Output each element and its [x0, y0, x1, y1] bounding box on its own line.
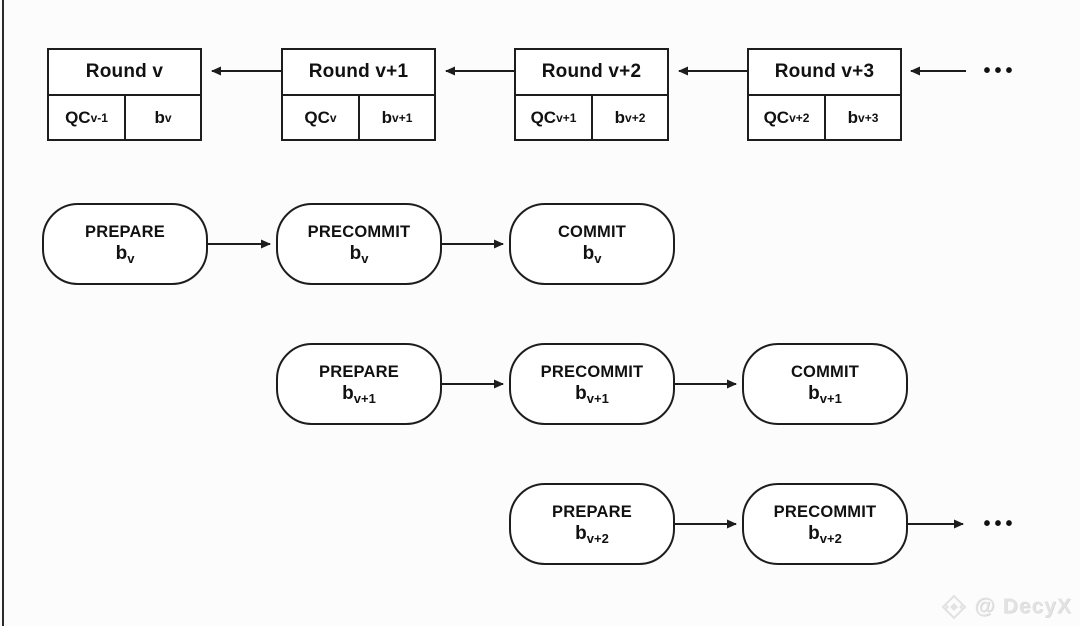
phase-block-id: bv+1: [575, 383, 609, 406]
phase-label: PREPARE: [319, 363, 399, 381]
phase-label: COMMIT: [790, 363, 860, 381]
phase-pill: COMMIT bv+1: [742, 343, 908, 425]
phase-pill: PRECOMMIT bv+1: [509, 343, 675, 425]
chain-ellipsis: •••: [983, 60, 1017, 82]
phase-pill: PREPARE bv: [42, 203, 208, 285]
phase-block-id: bv+1: [342, 383, 376, 406]
phase-pill: PREPARE bv+2: [509, 483, 675, 565]
phase-pill: PRECOMMIT bv: [276, 203, 442, 285]
phase-block-id: bv: [115, 243, 135, 266]
phase-label: PRECOMMIT: [773, 503, 877, 521]
phase-label: COMMIT: [557, 223, 627, 241]
phase-block-id: bv+2: [808, 523, 842, 546]
round-title: Round v+3: [749, 50, 900, 96]
phase-pill: COMMIT bv: [509, 203, 675, 285]
phase-block-id: bv: [349, 243, 369, 266]
phase-label: PREPARE: [552, 503, 632, 521]
phase-pill: PRECOMMIT bv+2: [742, 483, 908, 565]
phase-label: PRECOMMIT: [540, 363, 644, 381]
left-edge-line: [2, 0, 4, 626]
phase-block-id: bv+1: [808, 383, 842, 406]
watermark: @ DecyX: [941, 594, 1072, 620]
watermark-text: @ DecyX: [974, 595, 1072, 618]
phase-label: PRECOMMIT: [307, 223, 411, 241]
round-title: Round v+1: [283, 50, 434, 96]
phase-ellipsis: •••: [983, 513, 1017, 535]
round-title: Round v+2: [516, 50, 667, 96]
round-title: Round v: [49, 50, 200, 96]
phase-block-id: bv: [582, 243, 602, 266]
phase-block-id: bv+2: [575, 523, 609, 546]
phase-pill: PREPARE bv+1: [276, 343, 442, 425]
diamond-logo-icon: [941, 594, 967, 620]
phase-label: PREPARE: [85, 223, 165, 241]
